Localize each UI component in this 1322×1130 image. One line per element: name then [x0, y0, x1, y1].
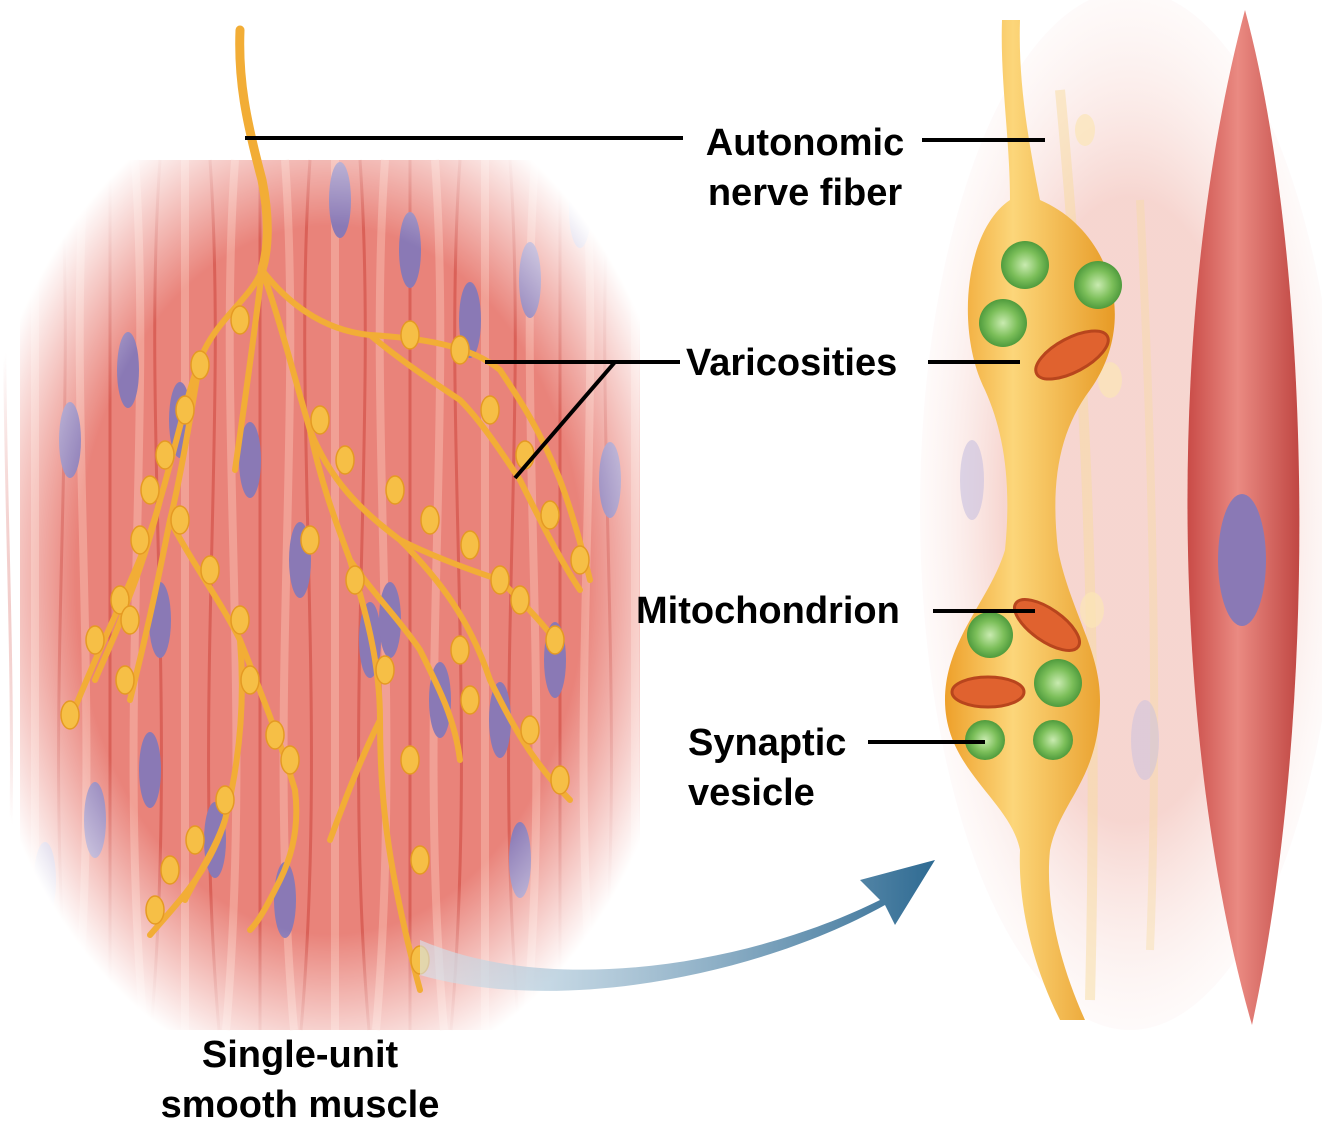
varicosity-bead [176, 396, 194, 424]
varicosity-bead [216, 786, 234, 814]
varicosity-bead [521, 716, 539, 744]
varicosity-bead [116, 666, 134, 694]
varicosity-bead [421, 506, 439, 534]
varicosity-bead [156, 441, 174, 469]
varicosity-bead [301, 526, 319, 554]
varicosity-bead [451, 636, 469, 664]
varicosity-bead [376, 656, 394, 684]
varicosity-bead [266, 721, 284, 749]
varicosity-bead [461, 686, 479, 714]
varicosity-bead [201, 556, 219, 584]
synaptic-vesicle [979, 299, 1027, 347]
varicosity-bead [346, 566, 364, 594]
synaptic-vesicle [1001, 241, 1049, 289]
cell-nucleus [1218, 494, 1266, 626]
label-synaptic-line1: Synaptic [688, 718, 846, 768]
muscle-nucleus [117, 332, 139, 408]
muscle-fiber-strand [1, 160, 11, 1030]
varicosity-bead [146, 896, 164, 924]
synaptic-vesicle [1034, 659, 1082, 707]
varicosity-bead [86, 626, 104, 654]
varicosity-bead [336, 446, 354, 474]
label-synaptic-vesicle: Synaptic vesicle [688, 718, 846, 818]
varicosity-bead [191, 351, 209, 379]
label-autonomic-line1: Autonomic [680, 118, 930, 168]
varicosity-bead [411, 846, 429, 874]
varicosity-bead [231, 306, 249, 334]
muscle-nucleus [509, 822, 531, 898]
varicosity-bead [511, 586, 529, 614]
muscle-nucleus [34, 842, 56, 918]
label-mitochondrion: Mitochondrion [636, 586, 900, 636]
label-muscle-line2: smooth muscle [100, 1080, 500, 1130]
label-varicosities: Varicosities [686, 338, 897, 388]
muscle-nucleus [569, 172, 591, 248]
label-muscle-line1: Single-unit [100, 1030, 500, 1080]
varicosity-bead [171, 506, 189, 534]
varicosity-bead [541, 501, 559, 529]
varicosity-bead [121, 606, 139, 634]
synaptic-vesicle [1074, 261, 1122, 309]
muscle-nucleus [519, 242, 541, 318]
smooth-muscle-tissue [1, 160, 640, 1030]
label-single-unit-smooth-muscle: Single-unit smooth muscle [100, 1030, 500, 1130]
muscle-nucleus [399, 212, 421, 288]
label-autonomic-nerve-fiber: Autonomic nerve fiber [680, 118, 930, 218]
varicosity-bead [401, 746, 419, 774]
muscle-nucleus [139, 732, 161, 808]
muscle-nucleus [329, 162, 351, 238]
synaptic-vesicle [1033, 720, 1073, 760]
varicosity-bead [141, 476, 159, 504]
varicosity-bead [231, 606, 249, 634]
varicosity-bead [281, 746, 299, 774]
varicosity-bead [386, 476, 404, 504]
synaptic-vesicle [967, 612, 1013, 658]
varicosity-bead [401, 321, 419, 349]
varicosity-bead [241, 666, 259, 694]
varicosity-bead [491, 566, 509, 594]
label-synaptic-line2: vesicle [688, 768, 846, 818]
muscle-nucleus [59, 402, 81, 478]
varicosity-bead [131, 526, 149, 554]
varicosity-bead [546, 626, 564, 654]
varicosity-bead [186, 826, 204, 854]
muscle-nucleus [84, 782, 106, 858]
mitochondrion [952, 677, 1024, 707]
varicosity-bead [311, 406, 329, 434]
muscle-nucleus [599, 442, 621, 518]
varicosity-bead [571, 546, 589, 574]
label-autonomic-line2: nerve fiber [680, 168, 930, 218]
varicosity-bead [551, 766, 569, 794]
varicosity-bead [161, 856, 179, 884]
varicosity-bead [461, 531, 479, 559]
varicosity-bead [451, 336, 469, 364]
varicosity-bead [61, 701, 79, 729]
varicosity-bead [481, 396, 499, 424]
